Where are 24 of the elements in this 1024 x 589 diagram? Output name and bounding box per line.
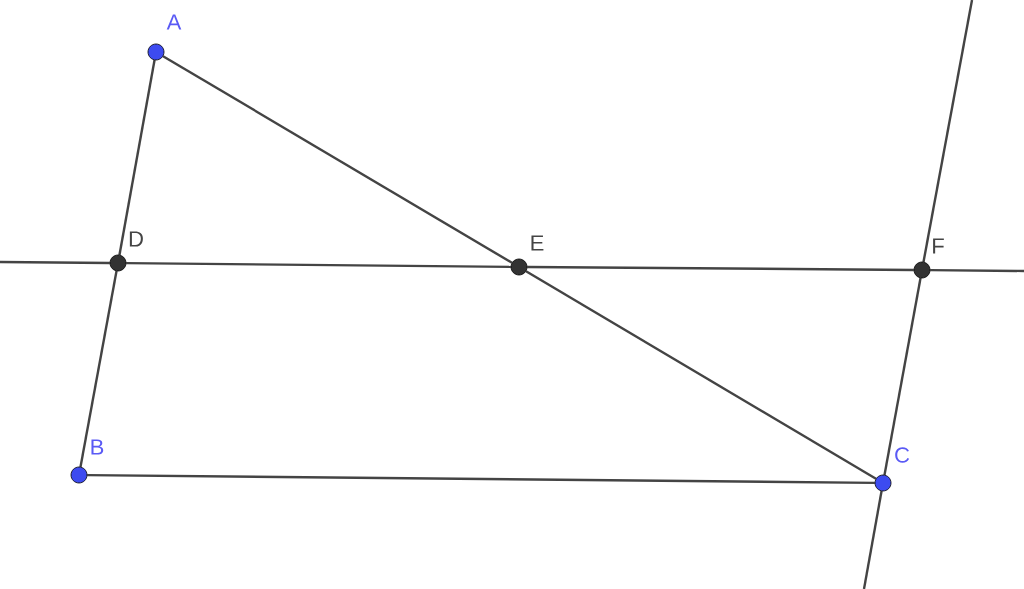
line-segment [862,490,883,589]
line-segment [930,268,1024,273]
line-segment [922,0,974,263]
line-segment [0,260,110,265]
line-segment [79,270,118,468]
node-label: B [91,439,104,455]
point: B [70,439,104,484]
point: E [510,235,544,276]
node-label: E [531,235,544,251]
line-segment [126,261,511,269]
point: F [913,238,944,279]
line-segment [527,265,914,272]
line-segment [525,270,877,480]
point: A [147,14,182,61]
node-label: C [895,447,910,463]
line-segment [118,59,156,256]
node-label: D [129,231,143,247]
node-label: F [933,238,944,254]
point: D [109,231,143,272]
node-label: A [166,14,182,30]
line-segment [883,277,922,476]
line-segment [162,55,513,264]
line-segment [87,473,875,485]
point: C [874,447,910,492]
